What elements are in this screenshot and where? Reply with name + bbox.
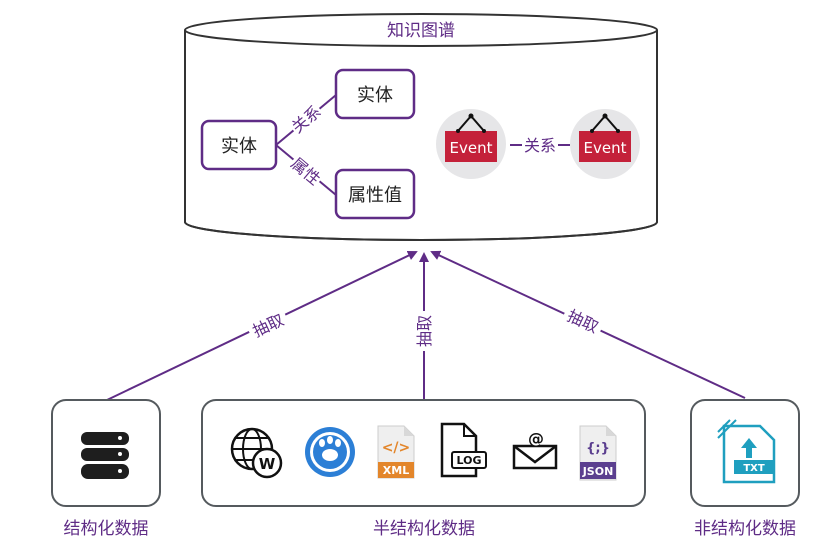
structured-data-label: 结构化数据 — [64, 519, 149, 539]
knowledge-graph-cylinder: 知识图谱 — [184, 13, 658, 241]
txt-label: TXT — [743, 463, 765, 474]
event-b-sign: Event — [579, 113, 631, 162]
entity-graph: 实体 实体 属性值 关系 属性 — [200, 68, 416, 220]
attr-value-label: 属性值 — [348, 185, 402, 206]
semi-structured-data-box: W </> XML LOG @ — [201, 399, 646, 507]
json-glyph: {;} — [586, 441, 610, 456]
wordpress-globe-icon: W — [230, 427, 283, 479]
email-icon: @ — [512, 429, 558, 470]
entity-box-b — [334, 68, 416, 120]
entity-b-label: 实体 — [357, 85, 393, 106]
svg-text:@: @ — [528, 429, 544, 448]
unstructured-data-label: 非结构化数据 — [694, 519, 796, 539]
kg-title: 知识图谱 — [387, 21, 455, 41]
semi-structured-data-label: 半结构化数据 — [373, 519, 475, 539]
attr-value-box — [334, 168, 416, 220]
event-b-label: Event — [584, 139, 627, 157]
middle-arrow-label: 抽取 — [415, 315, 434, 347]
extraction-arrows: 抽取 抽取 抽取 — [106, 250, 746, 401]
json-label: JSON — [582, 465, 614, 478]
xml-label: XML — [383, 464, 409, 477]
entity-box-a — [200, 119, 278, 171]
xml-file-icon: </> XML — [377, 425, 415, 479]
event-graph: Event Event 关系 — [436, 109, 640, 179]
svg-text:W: W — [259, 455, 276, 473]
entity-a-label: 实体 — [221, 136, 257, 157]
txt-file-icon: TXT — [717, 419, 776, 484]
database-icon — [81, 432, 129, 479]
paw-app-icon — [305, 427, 355, 477]
structured-data-box — [51, 399, 161, 507]
log-file-icon: LOG — [440, 422, 487, 478]
svg-text:</>: </> — [382, 440, 411, 456]
event-a-sign: Event — [445, 113, 497, 162]
event-relation-label: 关系 — [524, 136, 556, 155]
unstructured-data-box: TXT — [690, 399, 800, 507]
event-a-label: Event — [450, 139, 493, 157]
log-label: LOG — [457, 454, 482, 467]
json-file-icon: {;} JSON — [579, 425, 617, 481]
